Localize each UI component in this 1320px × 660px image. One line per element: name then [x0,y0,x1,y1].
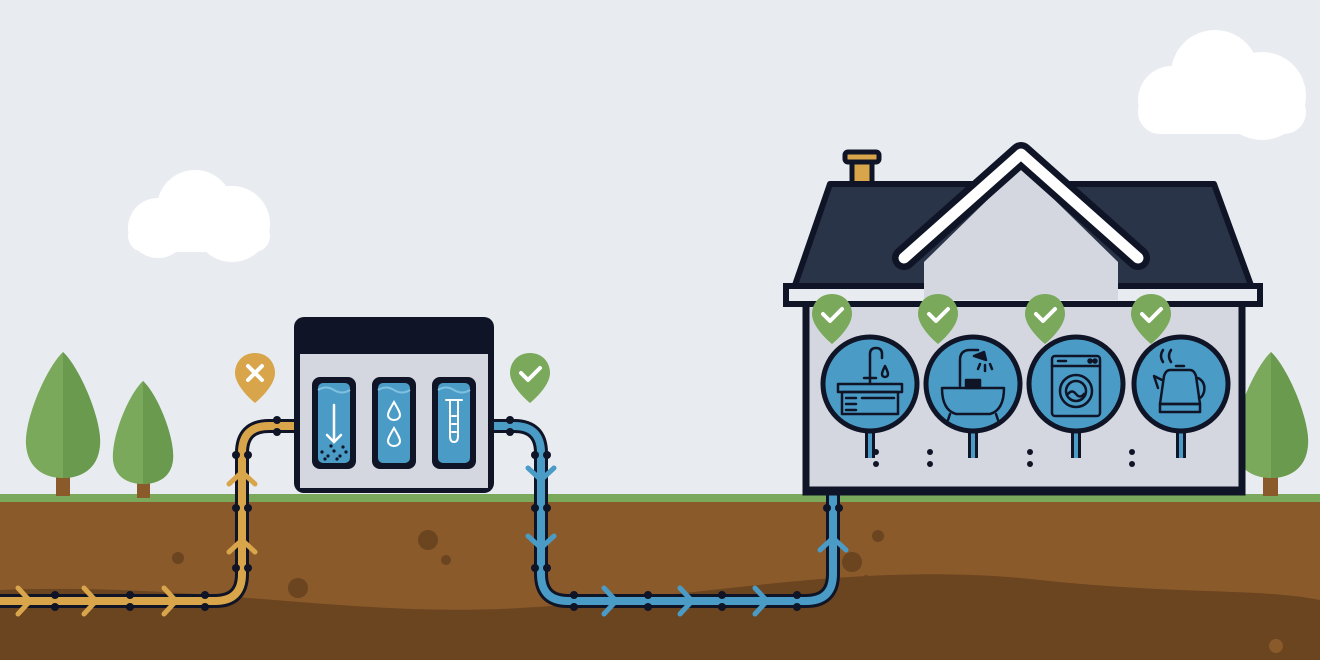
grass-strip [0,494,1320,504]
bathtub-shower-icon [940,348,1006,422]
kettle-icon [1152,348,1206,414]
gable [924,167,1118,300]
deep-soil [0,574,1320,660]
untreated-water-pipe [0,416,312,617]
fixture-bathtub [923,334,1023,434]
tree [1233,352,1309,496]
filtered-water-pipe [475,416,1181,617]
filter-cartridge [312,377,356,469]
filtration-unit [294,317,494,493]
tree [112,381,174,498]
kitchen-sink-icon [836,346,904,416]
cloud-left [128,170,270,262]
filter-cartridge [372,377,416,469]
water-drops-icon [386,399,402,448]
fixture-washing-machine [1026,334,1126,434]
tree [25,352,101,496]
fixture-kitchen-sink [820,334,920,434]
test-tube-icon [445,399,463,444]
washing-machine-icon [1050,354,1102,418]
fixture-kettle [1131,334,1231,434]
sediment-arrow-icon [325,403,343,444]
cloud-right [1138,30,1306,140]
flow-arrow-icon [525,465,849,617]
flow-arrow-icon [15,469,258,617]
filter-cartridge [432,377,476,469]
soil-pebbles [172,530,1283,653]
house [783,142,1263,496]
